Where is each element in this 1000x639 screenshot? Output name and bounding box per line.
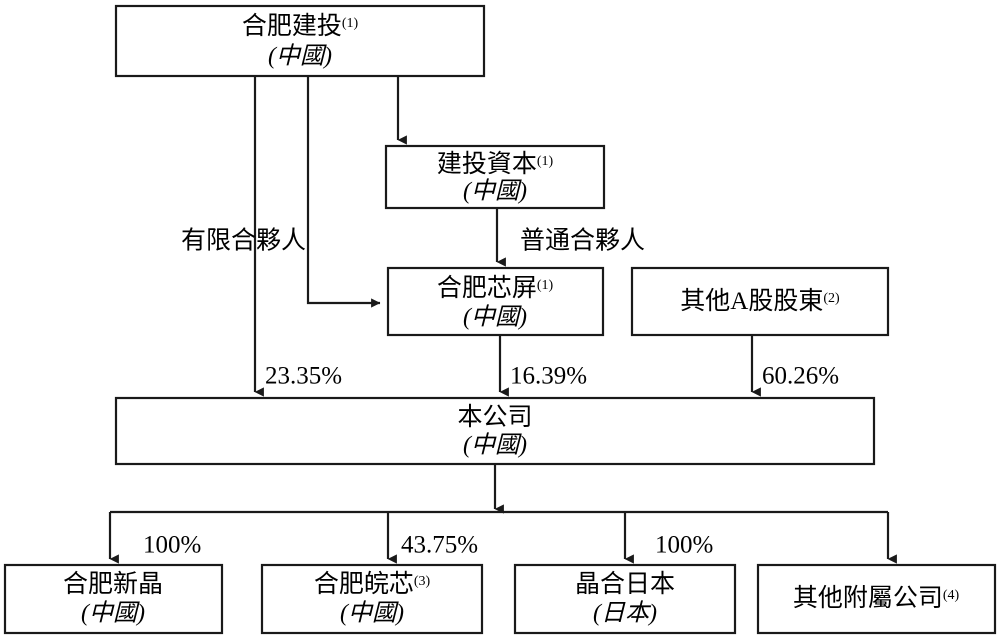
node-box-other-a-share <box>630 266 890 337</box>
node-hefei-xinping[interactable]: 合肥芯屏(1) (中國) <box>386 266 605 337</box>
edge-label-general-partner: 普通合夥人 <box>520 227 645 255</box>
node-box-hefei-xinping <box>386 266 605 337</box>
node-hefei-xinjing[interactable]: 合肥新晶 (中國) <box>3 563 224 635</box>
node-country-hefei-xinping: (中國) <box>463 304 527 331</box>
node-title-jinghe-japan: 晶合日本 <box>575 570 675 598</box>
node-title-other-a-share: 其他A股股東(2) <box>680 287 840 315</box>
node-country-jinghe-japan: (日本) <box>593 600 657 627</box>
pct-label-company-to-wanxin: 43.75% <box>401 532 478 559</box>
node-country-hefei-wanxin: (中國) <box>340 600 404 627</box>
node-box-hefei-jiantou <box>114 4 486 78</box>
node-country-jiantou-capital: (中國) <box>463 178 527 205</box>
node-title-jiantou-capital: 建投資本(1) <box>437 150 554 178</box>
node-other-a-share[interactable]: 其他A股股東(2) <box>630 266 890 337</box>
pct-label-xinping-to-company: 16.39% <box>510 363 587 390</box>
node-title-hefei-xinping: 合肥芯屏(1) <box>437 274 554 302</box>
edge-jiantou-to-xinping <box>306 76 381 308</box>
node-hefei-wanxin[interactable]: 合肥皖芯(3) (中國) <box>260 563 484 635</box>
pct-label-company-to-xinjing: 100% <box>143 532 201 559</box>
node-box-jiantou-capital <box>384 144 606 210</box>
node-jiantou-capital[interactable]: 建投資本(1) (中國) <box>384 144 606 210</box>
edge-label-limited-partner: 有限合夥人 <box>181 227 306 255</box>
node-box-other-subsidiaries <box>756 563 997 635</box>
node-country-our-company: (中國) <box>463 432 527 459</box>
pct-label-ashare-to-company: 60.26% <box>762 363 839 390</box>
pct-label-company-to-japan: 100% <box>655 532 713 559</box>
node-other-subsidiaries[interactable]: 其他附屬公司(4) <box>756 563 997 635</box>
node-jinghe-japan[interactable]: 晶合日本 (日本) <box>513 563 737 635</box>
node-box-hefei-wanxin <box>260 563 484 635</box>
node-box-our-company <box>114 396 876 466</box>
node-title-hefei-jiantou: 合肥建投(1) <box>242 12 359 40</box>
node-title-other-subsidiaries: 其他附屬公司(4) <box>793 584 960 612</box>
node-title-hefei-wanxin: 合肥皖芯(3) <box>314 570 431 598</box>
node-title-our-company: 本公司 <box>457 403 532 431</box>
node-box-jinghe-japan <box>513 563 737 635</box>
pct-label-jiantou-to-company: 23.35% <box>265 363 342 390</box>
node-our-company[interactable]: 本公司 (中國) <box>114 396 876 466</box>
node-country-hefei-xinjing: (中國) <box>81 600 145 627</box>
node-country-hefei-jiantou: (中國) <box>268 43 332 70</box>
node-box-hefei-xinjing <box>3 563 224 635</box>
node-hefei-jiantou[interactable]: 合肥建投(1) (中國) <box>114 4 486 78</box>
node-title-hefei-xinjing: 合肥新晶 <box>63 570 163 598</box>
